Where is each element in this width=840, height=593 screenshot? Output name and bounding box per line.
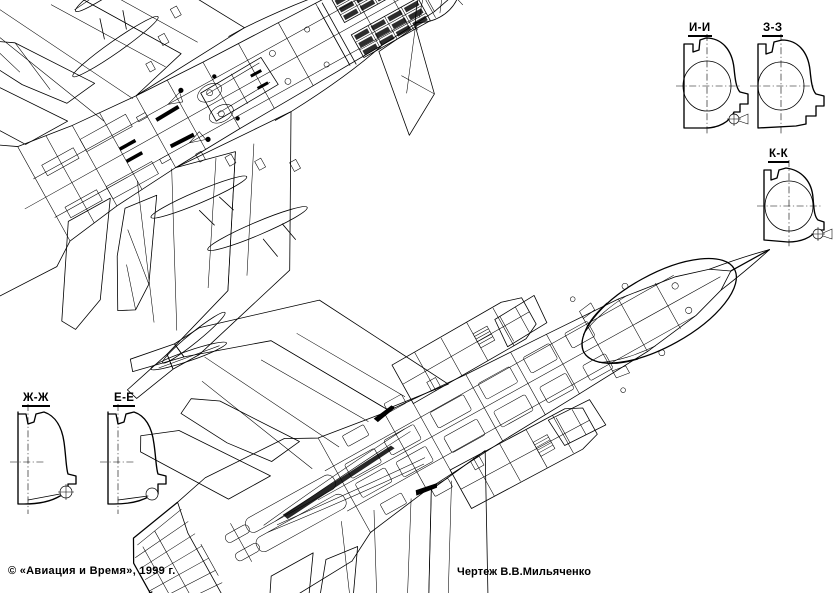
wingtip-rail-right <box>126 341 227 399</box>
section-label-e-e: Е-Е <box>113 392 136 407</box>
section-label-underline <box>113 405 136 407</box>
section-label-zh-zh: Ж-Ж <box>22 392 50 407</box>
air-intake-right <box>449 407 598 509</box>
draftsman-credit: Чертеж В.В.Мильяченко <box>457 566 592 578</box>
aircraft-top-plan-view <box>0 0 491 399</box>
section-label-k-k: К-К <box>768 148 790 163</box>
wing-left-bottom <box>174 299 449 410</box>
section-label-z-z-text: З-З <box>763 22 783 34</box>
section-label-underline <box>22 405 50 407</box>
section-label-zh-zh-text: Ж-Ж <box>23 392 49 404</box>
landing-gear-doors <box>494 295 607 446</box>
nozzle-petal-lines <box>135 508 236 593</box>
section-zh-zh-drawing <box>10 404 77 514</box>
stabilator-right <box>61 197 111 330</box>
section-label-underline <box>688 35 712 37</box>
section-label-k-k-text: К-К <box>769 148 789 160</box>
section-label-underline <box>768 161 790 163</box>
ventral-panel-lines <box>317 274 721 533</box>
dispenser-grid <box>317 0 436 66</box>
pylon-missile-group <box>72 0 308 257</box>
section-k-k-drawing <box>757 160 833 248</box>
access-hatches <box>342 321 613 515</box>
fin-right <box>116 194 158 312</box>
section-label-z-z: З-З <box>762 22 784 37</box>
section-label-i-i: И-И <box>688 22 712 37</box>
aircraft-bottom-plan-view <box>77 249 770 593</box>
section-z-z-drawing <box>750 34 825 134</box>
section-label-i-i-text: И-И <box>689 22 711 34</box>
wing-left <box>0 0 245 97</box>
section-i-i-drawing <box>676 34 749 134</box>
copyright-notice: © «Авиация и Время», 1999 г. <box>8 565 176 577</box>
stabilator-left <box>0 75 69 145</box>
wingtip-rail-left <box>0 0 15 11</box>
airbrake <box>200 57 279 122</box>
section-label-e-e-text: Е-Е <box>114 392 135 404</box>
canard-right <box>378 26 435 136</box>
section-label-underline <box>762 35 784 37</box>
air-intake-left <box>391 297 537 404</box>
louvre-vent <box>472 325 556 457</box>
section-e-e-drawing <box>100 404 167 514</box>
